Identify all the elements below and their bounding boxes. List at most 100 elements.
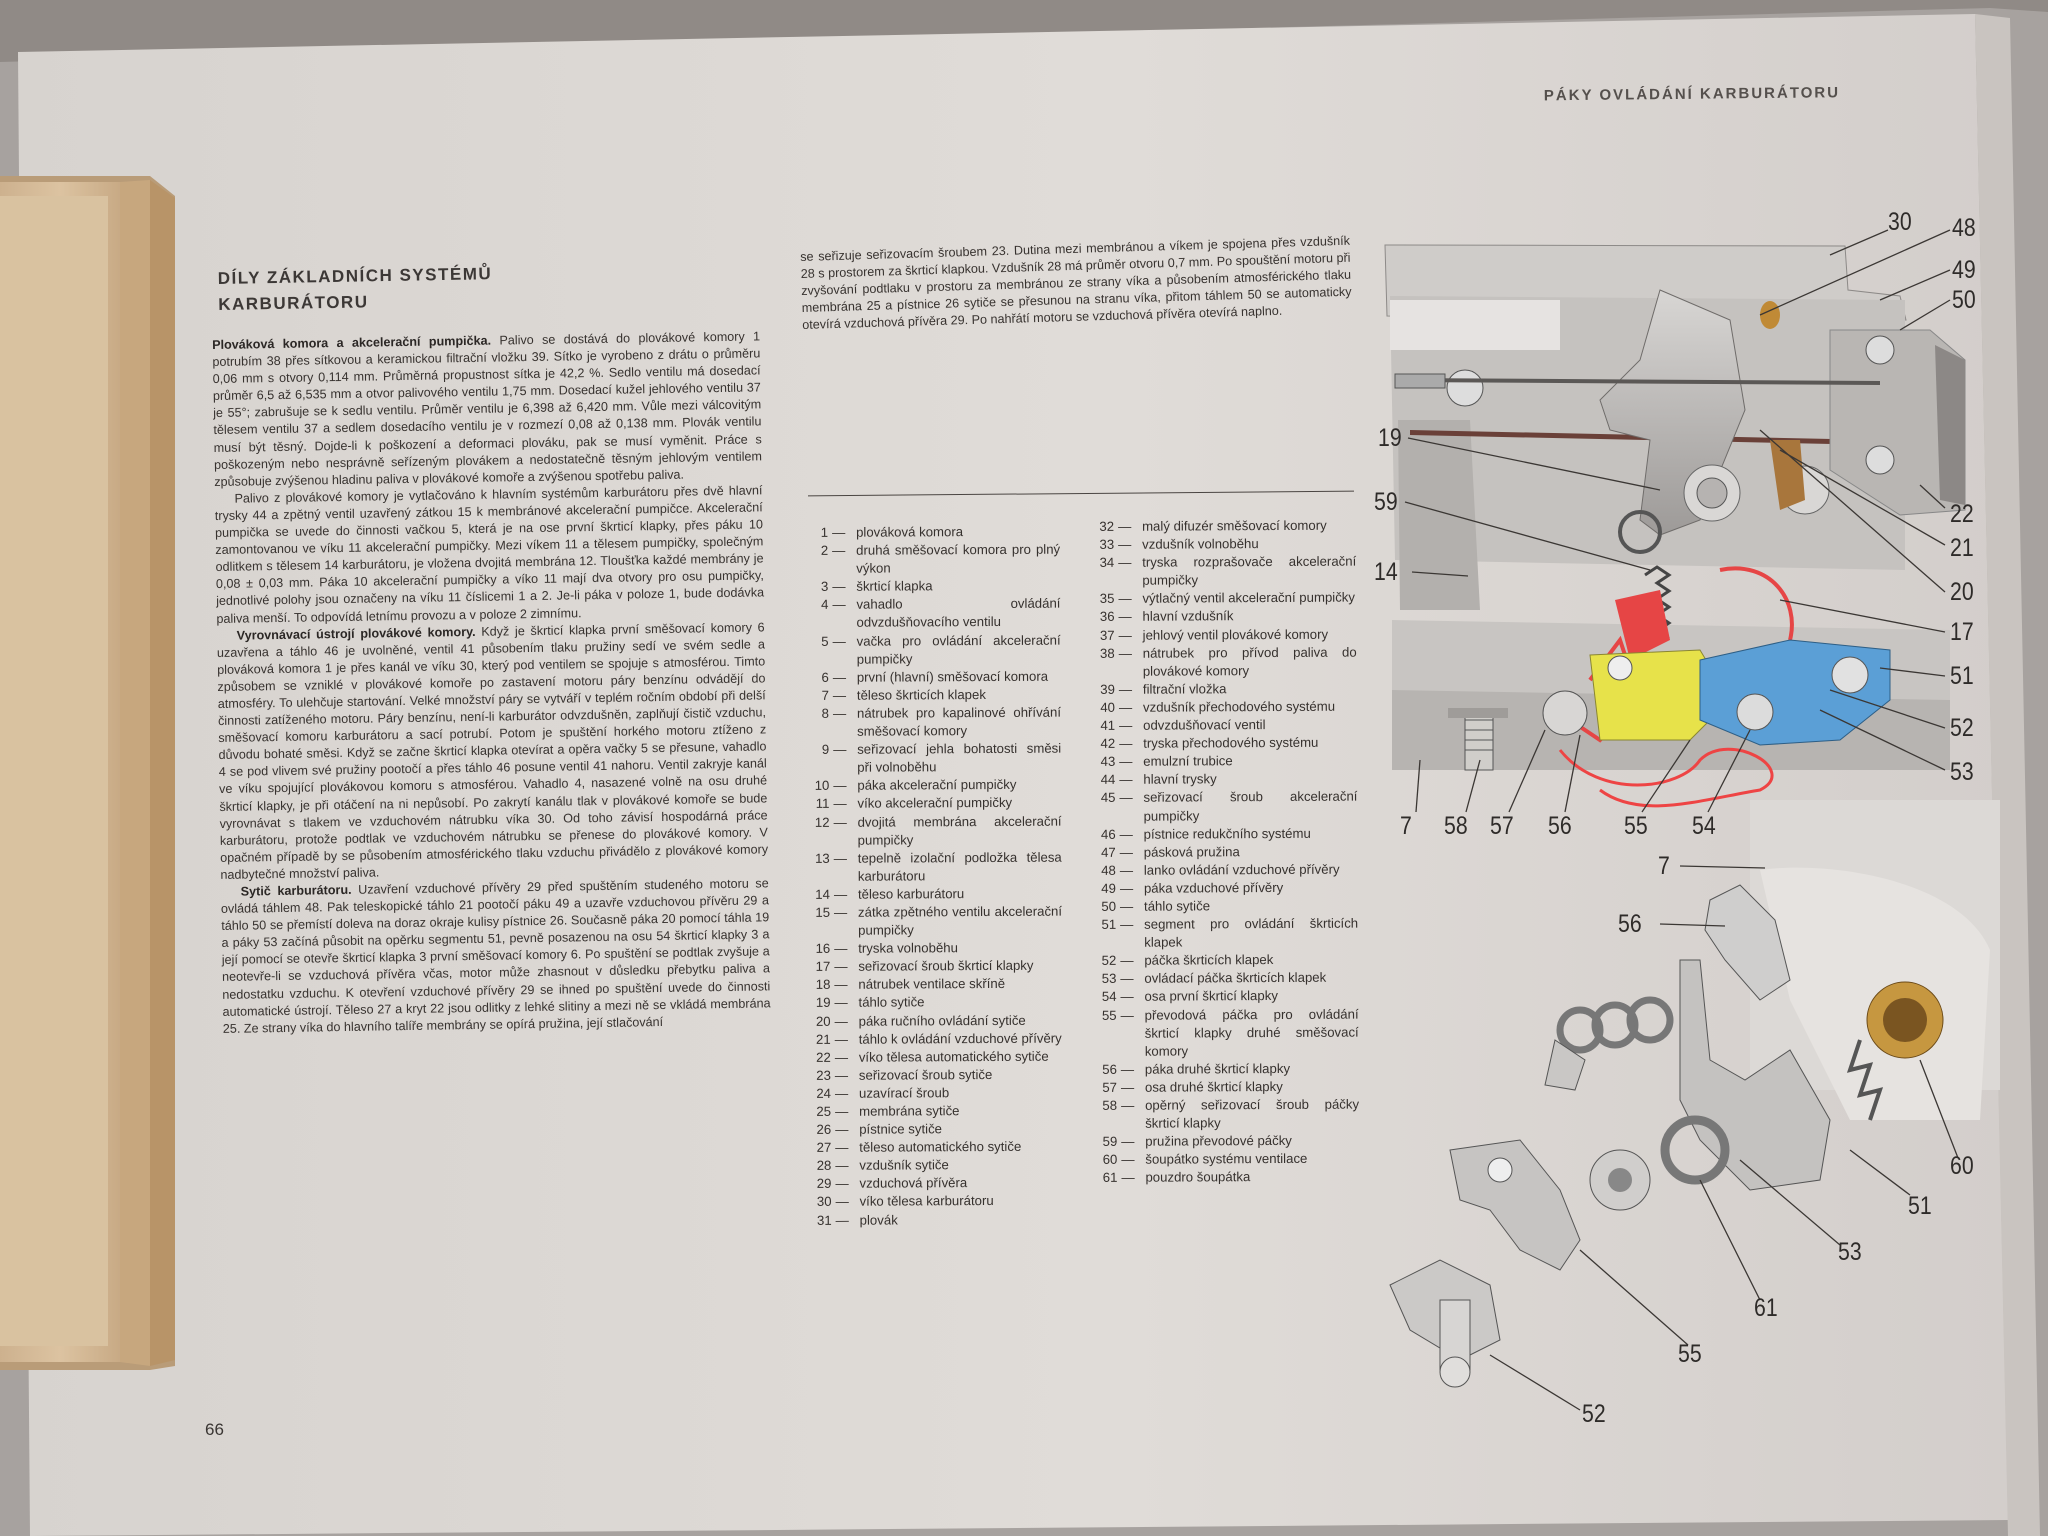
figure-label: 51 bbox=[1950, 662, 1974, 690]
legend-number: 12 bbox=[814, 814, 830, 830]
legend-number: 45 bbox=[1100, 790, 1116, 806]
page-number: 66 bbox=[205, 1420, 224, 1439]
legend-item: 44—hlavní trysky bbox=[1085, 770, 1357, 790]
figure-label: 52 bbox=[1582, 1400, 1606, 1428]
legend-number: 24 bbox=[816, 1085, 832, 1101]
legend-text: víko tělesa karburátoru bbox=[859, 1193, 994, 1210]
legend-number: 27 bbox=[816, 1140, 832, 1156]
legend-number: 21 bbox=[815, 1031, 831, 1047]
paragraph-heading: Vyrovnávací ústrojí plovákové komory. bbox=[236, 624, 476, 643]
legend-number: 41 bbox=[1100, 717, 1116, 733]
legend-item: 39—filtrační vložka bbox=[1085, 679, 1357, 699]
legend-number: 33 bbox=[1099, 536, 1115, 553]
legend-item: 22—víko tělesa automatického sytiče bbox=[801, 1047, 1063, 1066]
legend-text: těleso škrticích klapek bbox=[856, 686, 986, 703]
legend-item: 32—malý difuzér směšovací komory bbox=[1084, 517, 1356, 537]
figure-label: 7 bbox=[1658, 852, 1670, 880]
legend-number: 46 bbox=[1100, 826, 1116, 842]
legend-text: uzavírací šroub bbox=[858, 1085, 950, 1101]
legend-number: 37 bbox=[1099, 627, 1115, 643]
legend-number: 16 bbox=[815, 940, 831, 957]
legend-dash: — bbox=[833, 904, 848, 920]
figure-label: 60 bbox=[1950, 1152, 1974, 1180]
legend-item: 17—seřizovací šroub škrticí klapky bbox=[800, 957, 1062, 976]
legend-item: 41—odvzdušňovací ventil bbox=[1085, 716, 1357, 736]
legend-dash: — bbox=[1119, 735, 1133, 751]
legend-text: tryska volnoběhu bbox=[858, 940, 958, 956]
legend-item: 37—jehlový ventil plovákové komory bbox=[1085, 625, 1357, 645]
legend-dash: — bbox=[834, 977, 848, 993]
carburetor-illustration bbox=[1384, 229, 2000, 1411]
figure-label: 51 bbox=[1908, 1192, 1932, 1220]
legend-item: 21—táhlo k ovládání vzduchové přívěry bbox=[801, 1029, 1063, 1048]
section-title: DÍLY ZÁKLADNÍCH SYSTÉMŮ KARBURÁTORU bbox=[218, 260, 559, 318]
legend-text: segment pro ovládání škrticích klapek bbox=[1144, 915, 1359, 950]
legend-number: 55 bbox=[1101, 1007, 1117, 1023]
legend-text: pouzdro šoupátka bbox=[1145, 1169, 1251, 1186]
legend-dash: — bbox=[832, 597, 846, 613]
legend-text: táhlo sytiče bbox=[858, 994, 925, 1011]
legend-number: 7 bbox=[821, 687, 829, 703]
legend-text: malý difuzér směšovací komory bbox=[1142, 517, 1327, 534]
legend-text: tepelně izolační podložka tělesa karburá… bbox=[857, 849, 1062, 884]
legend-dash: — bbox=[832, 524, 846, 540]
legend-text: páka akcelerační pumpičky bbox=[857, 777, 1017, 794]
legend-item: 27—těleso automatického sytiče bbox=[801, 1138, 1063, 1157]
figure-label: 20 bbox=[1950, 578, 1974, 606]
legend-item: 4—vahadlo ovládání odvzdušňovacího venti… bbox=[798, 595, 1060, 633]
legend-item: 10—páka akcelerační pumpičky bbox=[799, 776, 1061, 795]
legend-item: 40—vzdušník přechodového systému bbox=[1085, 698, 1357, 718]
legend-item: 13— tepelně izolační podložka tělesa karb… bbox=[800, 848, 1062, 886]
legend-dash: — bbox=[1118, 699, 1133, 715]
legend-number: 44 bbox=[1100, 772, 1116, 788]
legend-number: 26 bbox=[816, 1121, 832, 1138]
legend-item: 30—víko tělesa karburátoru bbox=[802, 1192, 1064, 1211]
legend-item: 54—osa první škrticí klapky bbox=[1086, 987, 1358, 1007]
legend-number: 13 bbox=[815, 850, 830, 866]
legend-dash: — bbox=[833, 850, 847, 866]
legend-text: emulzní trubice bbox=[1143, 753, 1233, 769]
legend-item: 47—pásková pružina bbox=[1086, 842, 1358, 862]
figure-label: 54 bbox=[1692, 812, 1716, 840]
legend-number: 47 bbox=[1101, 844, 1116, 860]
legend-number: 4 bbox=[821, 597, 829, 613]
legend-number: 53 bbox=[1101, 971, 1117, 987]
legend-dash: — bbox=[835, 1176, 849, 1192]
legend-item: 26—pístnice sytiče bbox=[801, 1120, 1063, 1139]
legend-text: hlavní vzdušník bbox=[1142, 608, 1234, 625]
figure-label: 56 bbox=[1618, 910, 1642, 938]
legend-dash: — bbox=[832, 633, 846, 649]
legend-item: 36—hlavní vzdušník bbox=[1084, 607, 1356, 627]
legend-text: pružina převodové páčky bbox=[1145, 1133, 1292, 1149]
legend-dash: — bbox=[835, 1212, 849, 1228]
legend-number: 56 bbox=[1102, 1061, 1117, 1077]
legend-dash: — bbox=[834, 1049, 849, 1065]
legend-text: seřizovací šroub akcelerační pumpičky bbox=[1143, 788, 1358, 824]
legend-number: 34 bbox=[1099, 555, 1115, 571]
legend-number: 23 bbox=[816, 1067, 831, 1083]
legend-number: 10 bbox=[814, 778, 830, 794]
paragraph-text: Uzavření vzduchové přívěry 29 před spušt… bbox=[220, 876, 771, 1036]
figure-label: 53 bbox=[1838, 1238, 1862, 1266]
legend-text: vzduchová přívěra bbox=[859, 1175, 968, 1192]
legend-item: 57—osa druhé škrticí klapky bbox=[1087, 1077, 1359, 1097]
legend-dash: — bbox=[1119, 717, 1133, 733]
legend-dash: — bbox=[1120, 1007, 1134, 1023]
legend-item: 53—ovládací páčka škrticích klapek bbox=[1086, 969, 1358, 989]
legend-item: 60—šoupátko systému ventilace bbox=[1087, 1150, 1359, 1170]
legend-text: pístnice redukčního systému bbox=[1143, 825, 1311, 842]
legend-dash: — bbox=[1120, 1061, 1135, 1077]
body-paragraph: Sytič karburátoru. Uzavření vzduchové př… bbox=[221, 875, 771, 1037]
legend-dash: — bbox=[1118, 609, 1132, 625]
legend-item: 31—plovák bbox=[802, 1210, 1064, 1229]
legend-text: páka druhé škrticí klapky bbox=[1144, 1060, 1291, 1077]
legend-number: 31 bbox=[816, 1212, 832, 1228]
legend-text: nátrubek pro kapalinové ohřívání směšova… bbox=[856, 704, 1062, 739]
figure-label: 21 bbox=[1950, 534, 1974, 562]
legend-item: 8—nátrubek pro kapalinové ohřívání směšo… bbox=[799, 704, 1061, 742]
legend-dash: — bbox=[1119, 880, 1134, 896]
legend-number: 59 bbox=[1102, 1134, 1118, 1150]
legend-number: 48 bbox=[1101, 862, 1116, 878]
